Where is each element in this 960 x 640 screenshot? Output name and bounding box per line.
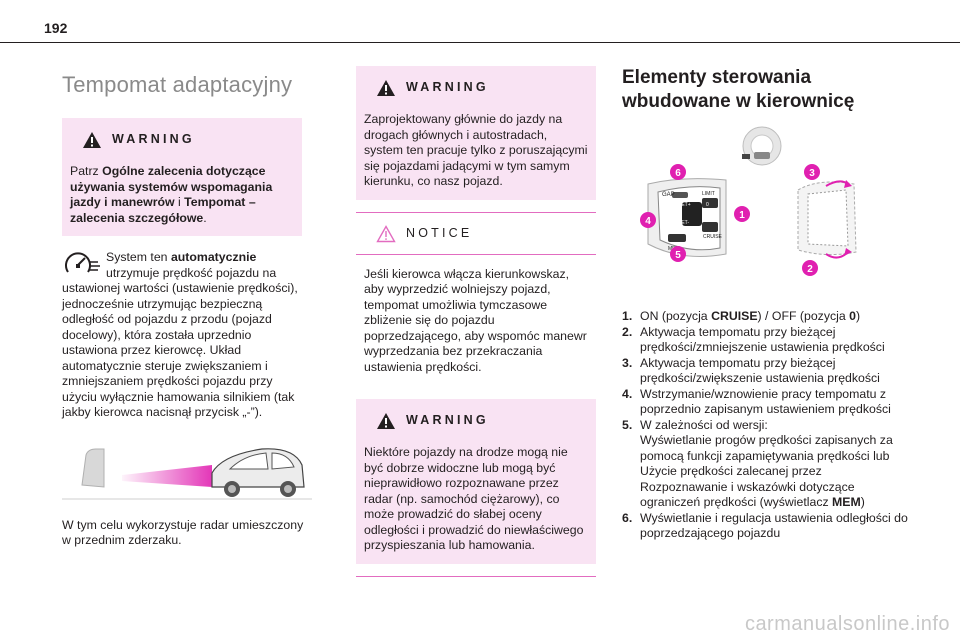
svg-text:3: 3 bbox=[809, 168, 815, 179]
notice-box: NOTICE Jeśli kierowca włącza kierunkowsk… bbox=[356, 211, 596, 385]
svg-text:5: 5 bbox=[675, 250, 681, 261]
notice-header: NOTICE bbox=[356, 223, 596, 255]
warning-title: WARNING bbox=[112, 132, 195, 147]
radar-text: W tym celu wykorzystuje radar umieszczon… bbox=[62, 517, 304, 548]
notice-title: NOTICE bbox=[406, 226, 473, 241]
control-side-view bbox=[797, 180, 857, 259]
page-title: Tempomat adaptacyjny bbox=[62, 72, 293, 97]
header-rule bbox=[0, 42, 960, 43]
list-item: 6.Wyświetlanie i regulacja ustawienia od… bbox=[622, 510, 908, 541]
warning-text: Niektóre pojazdy na drodze mogą nie być … bbox=[364, 445, 584, 552]
system-description: System ten automatycznie utrzymuje prędk… bbox=[62, 250, 298, 419]
callout-2: 2 bbox=[802, 260, 818, 276]
limit-label: LIMIT bbox=[702, 191, 715, 197]
warning-box-radar: WARNING Niektóre pojazdy na drodze mogą … bbox=[356, 399, 596, 564]
warning-box-roads: WARNING Zaprojektowany głównie do jazdy … bbox=[356, 66, 596, 200]
column-1: Tempomat adaptacyjny WARNING Patrz Ogóln… bbox=[62, 66, 312, 549]
warning-header: WARNING bbox=[70, 128, 294, 152]
svg-text:6: 6 bbox=[675, 168, 681, 179]
svg-text:1: 1 bbox=[739, 210, 745, 221]
list-item: Użycie prędkości zalecanej przez Rozpozn… bbox=[640, 464, 865, 509]
list-item: 5.W zależności od wersji: bbox=[622, 417, 768, 432]
section-heading: Elementy sterowania wbudowane w kierowni… bbox=[622, 67, 855, 112]
callout-5: 5 bbox=[670, 246, 686, 262]
list-item: Wyświetlanie progów prędkości zapisanych… bbox=[640, 433, 893, 463]
list-item: 3.Aktywacja tempomatu przy bieżącej pręd… bbox=[622, 355, 880, 386]
divider bbox=[356, 575, 596, 577]
warning-box-general: WARNING Patrz Ogólne zalecenia dotyczące… bbox=[62, 118, 302, 236]
page-header: 192 bbox=[0, 0, 960, 43]
callout-1: 1 bbox=[734, 206, 750, 222]
warning-triangle-icon bbox=[377, 80, 395, 96]
svg-text:2: 2 bbox=[807, 264, 813, 275]
page-number: 192 bbox=[44, 20, 68, 36]
warning-header: WARNING bbox=[364, 409, 588, 433]
controls-list: 1.ON (pozycja CRUISE) / OFF (pozycja 0) … bbox=[622, 309, 908, 542]
callout-3: 3 bbox=[804, 164, 820, 180]
svg-text:4: 4 bbox=[645, 216, 651, 227]
zero-label: 0 bbox=[706, 202, 709, 208]
list-item: 1.ON (pozycja CRUISE) / OFF (pozycja 0) bbox=[622, 309, 861, 323]
list-item: 4.Wstrzymanie/wznowienie pracy tempomatu… bbox=[622, 386, 891, 417]
watermark: carmanualsonline.info bbox=[744, 613, 950, 635]
cruise-label: CRUISE bbox=[703, 234, 723, 240]
warning-text: Patrz Ogólne zalecenia dotyczące używani… bbox=[70, 164, 273, 225]
notice-text: Jeśli kierowca włącza kierunkowskaz, aby… bbox=[364, 266, 587, 374]
adaptive-cruise-icon bbox=[65, 252, 100, 273]
warning-header: WARNING bbox=[364, 76, 588, 100]
set-minus-label: SET- bbox=[678, 220, 689, 226]
warning-triangle-icon bbox=[83, 132, 101, 148]
steering-wheel-icon bbox=[742, 126, 782, 166]
link-general-recommendations: Ogólne zalecenia dotyczące używania syst… bbox=[70, 164, 273, 209]
list-item: 2.Aktywacja tempomatu przy bieżącej pręd… bbox=[622, 324, 885, 355]
set-plus-label: SET+ bbox=[678, 202, 691, 208]
warning-title: WARNING bbox=[406, 80, 489, 95]
steering-controls-diagram: GAP LIMIT SET+ SET- CRUISE MEM 0 6 4 bbox=[640, 126, 857, 276]
warning-triangle-icon bbox=[377, 413, 395, 429]
link-cruise-recommendations: Tempomat – zalecenia szczegółowe bbox=[70, 195, 256, 225]
callout-6: 6 bbox=[670, 164, 686, 180]
notice-triangle-icon bbox=[376, 225, 396, 243]
warning-title: WARNING bbox=[406, 413, 489, 428]
column-2: WARNING Zaprojektowany głównie do jazdy … bbox=[356, 66, 598, 577]
radar-illustration bbox=[62, 447, 312, 499]
cruise-control-stalk: GAP LIMIT SET+ SET- CRUISE MEM 0 bbox=[647, 178, 727, 257]
callout-4: 4 bbox=[640, 212, 656, 228]
gap-label: GAP bbox=[662, 192, 675, 198]
warning-text: Zaprojektowany głównie do jazdy na droga… bbox=[364, 112, 588, 188]
column-3: Elementy sterowania wbudowane w kierowni… bbox=[622, 66, 908, 542]
